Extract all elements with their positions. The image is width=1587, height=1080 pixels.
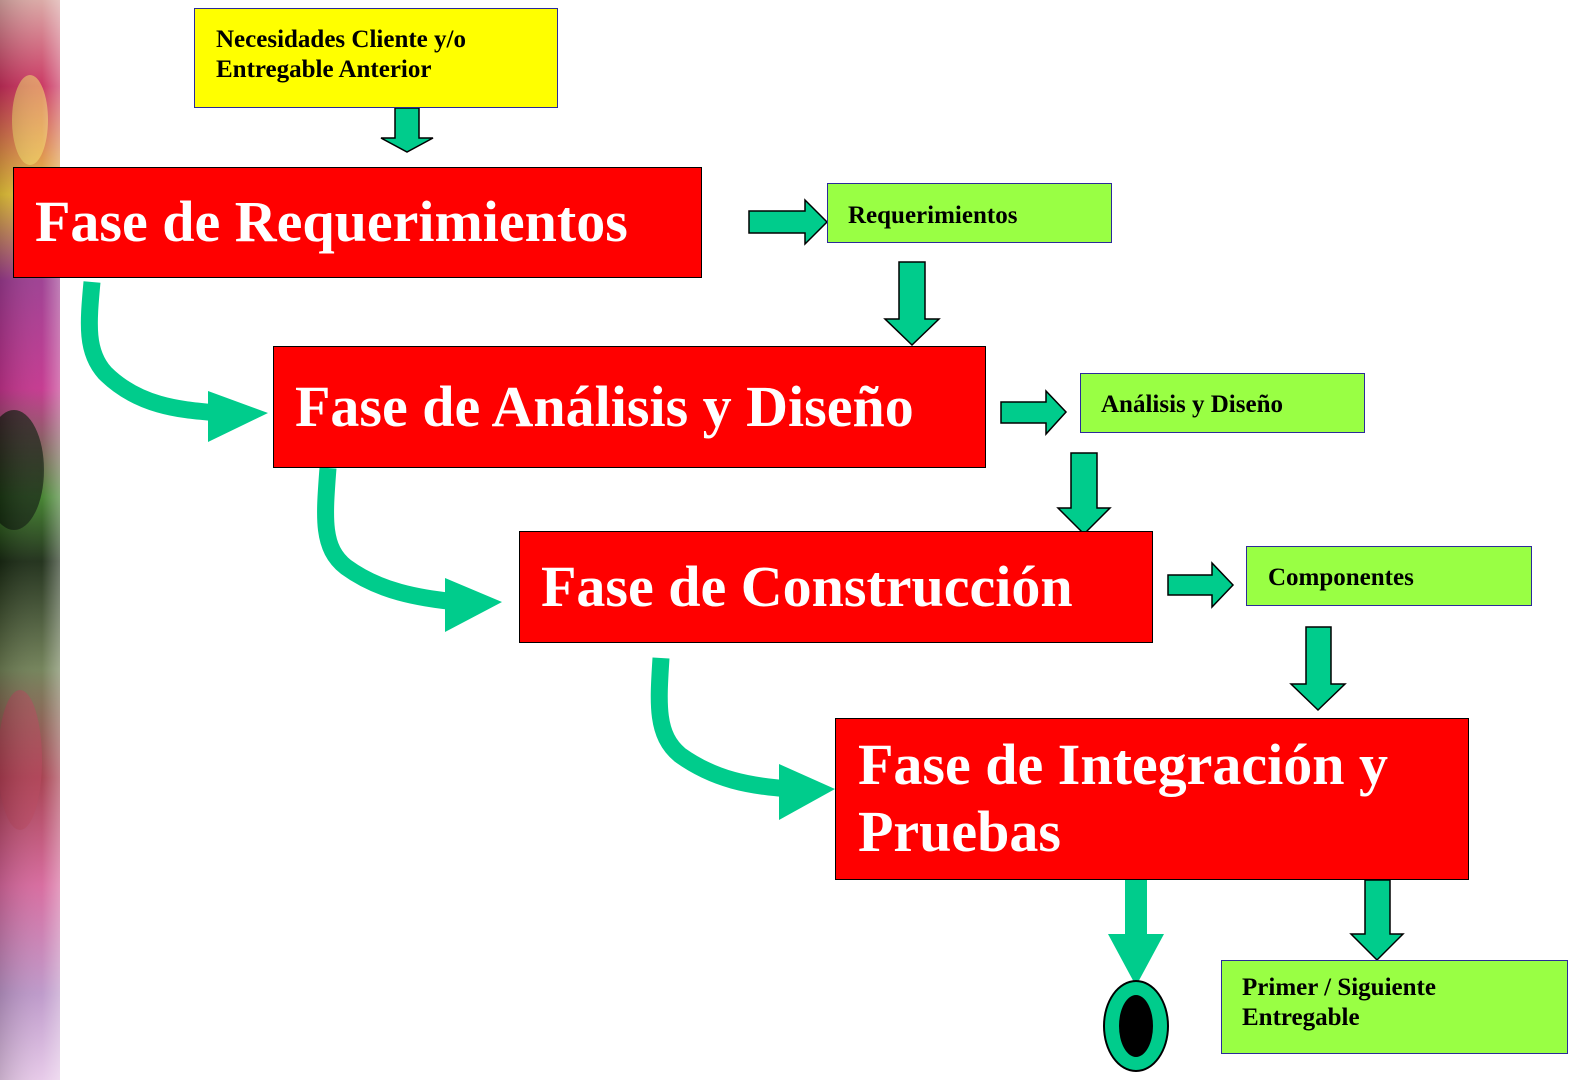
- artifact-components: Componentes: [1246, 546, 1532, 606]
- phase-integration-label-line-2: Pruebas: [858, 799, 1061, 864]
- input-box-line-2: Entregable Anterior: [216, 55, 432, 83]
- phase-analysis-design-label: Fase de Análisis y Diseño: [295, 373, 914, 439]
- curved-arrowhead-3: [779, 764, 835, 820]
- artifact-analysis-design-label: Análisis y Diseño: [1101, 391, 1283, 418]
- phase-integration-testing: Fase de Integración y Pruebas: [835, 718, 1469, 880]
- phase-construction: Fase de Construcción: [519, 531, 1153, 643]
- phase-requirements: Fase de Requerimientos: [13, 167, 702, 278]
- curved-arrowhead-2: [445, 578, 502, 632]
- artifact-requirements-label: Requerimientos: [848, 202, 1018, 229]
- final-state-dot: [1119, 995, 1153, 1057]
- requirements-output-arrow: [748, 198, 829, 246]
- input-down-arrow: [380, 107, 434, 153]
- input-box: Necesidades Cliente y/o Entregable Anter…: [194, 8, 558, 108]
- integration-down-arrow: [1349, 879, 1405, 962]
- artifact-deliverable: Primer / Siguiente Entregable: [1221, 960, 1568, 1054]
- input-box-line-1: Necesidades Cliente y/o: [216, 26, 466, 53]
- requirements-down-arrow: [883, 261, 941, 347]
- curved-arrowhead-1: [208, 391, 268, 442]
- components-down-arrow: [1289, 626, 1347, 712]
- final-state-marker: [1103, 980, 1169, 1072]
- curved-arrow-requirements-to-analysis: [80, 281, 219, 422]
- phase-construction-label: Fase de Construcción: [541, 553, 1073, 619]
- artifact-deliverable-line-2: Entregable: [1242, 1003, 1360, 1031]
- artifact-analysis-design: Análisis y Diseño: [1080, 373, 1365, 433]
- phase-analysis-design: Fase de Análisis y Diseño: [273, 346, 986, 468]
- phase-integration-label-line-1: Fase de Integración y: [858, 732, 1388, 798]
- artifact-components-label: Componentes: [1268, 564, 1414, 591]
- finish-down-arrow: [1108, 880, 1164, 986]
- artifact-requirements: Requerimientos: [827, 183, 1112, 243]
- curved-arrow-analysis-to-construction: [317, 467, 457, 611]
- curved-arrow-construction-to-integration: [650, 657, 790, 798]
- phase-requirements-label: Fase de Requerimientos: [35, 189, 628, 255]
- analysis-output-arrow: [1000, 389, 1068, 436]
- artifact-deliverable-line-1: Primer / Siguiente: [1242, 974, 1436, 1001]
- construction-output-arrow: [1167, 561, 1235, 609]
- analysis-down-arrow: [1056, 452, 1112, 536]
